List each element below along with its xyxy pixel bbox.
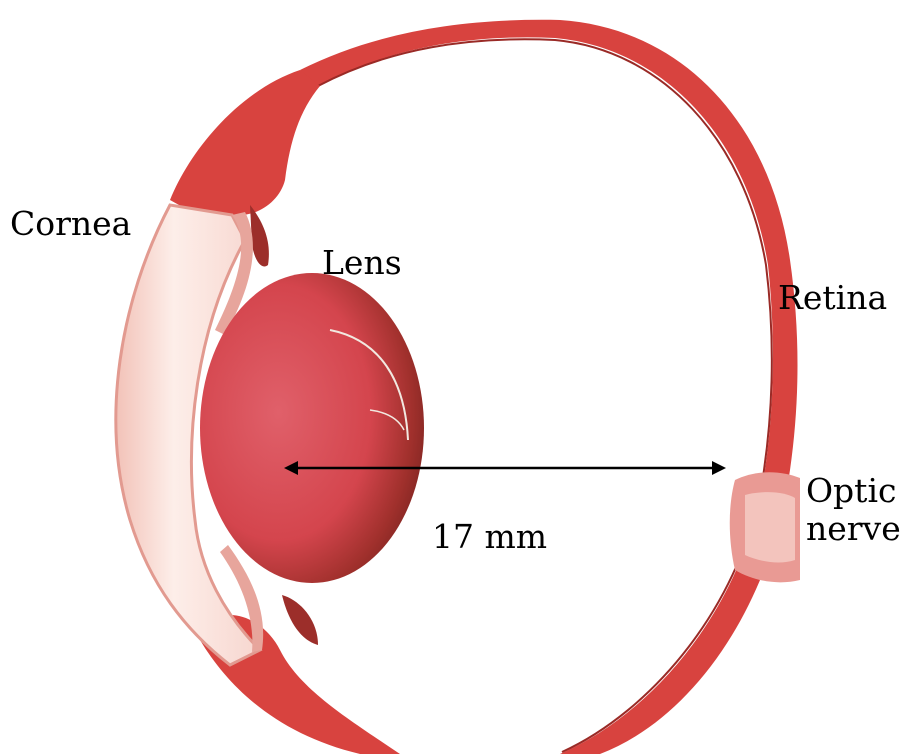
upper-ciliary-tissue — [170, 70, 320, 225]
optic-nerve-core — [745, 492, 795, 562]
upper-ciliary-detail — [250, 205, 269, 266]
optic-nerve-label-line1: Optic — [806, 472, 901, 510]
lens-label: Lens — [322, 244, 402, 282]
distance-label: 17 mm — [432, 518, 547, 556]
cornea-label: Cornea — [10, 205, 131, 243]
optic-nerve-label: Optic nerve — [806, 472, 901, 548]
retina-label: Retina — [778, 279, 887, 317]
lens-shape — [200, 273, 424, 583]
lower-ciliary-detail — [282, 595, 318, 645]
optic-nerve-label-line2: nerve — [806, 510, 901, 548]
